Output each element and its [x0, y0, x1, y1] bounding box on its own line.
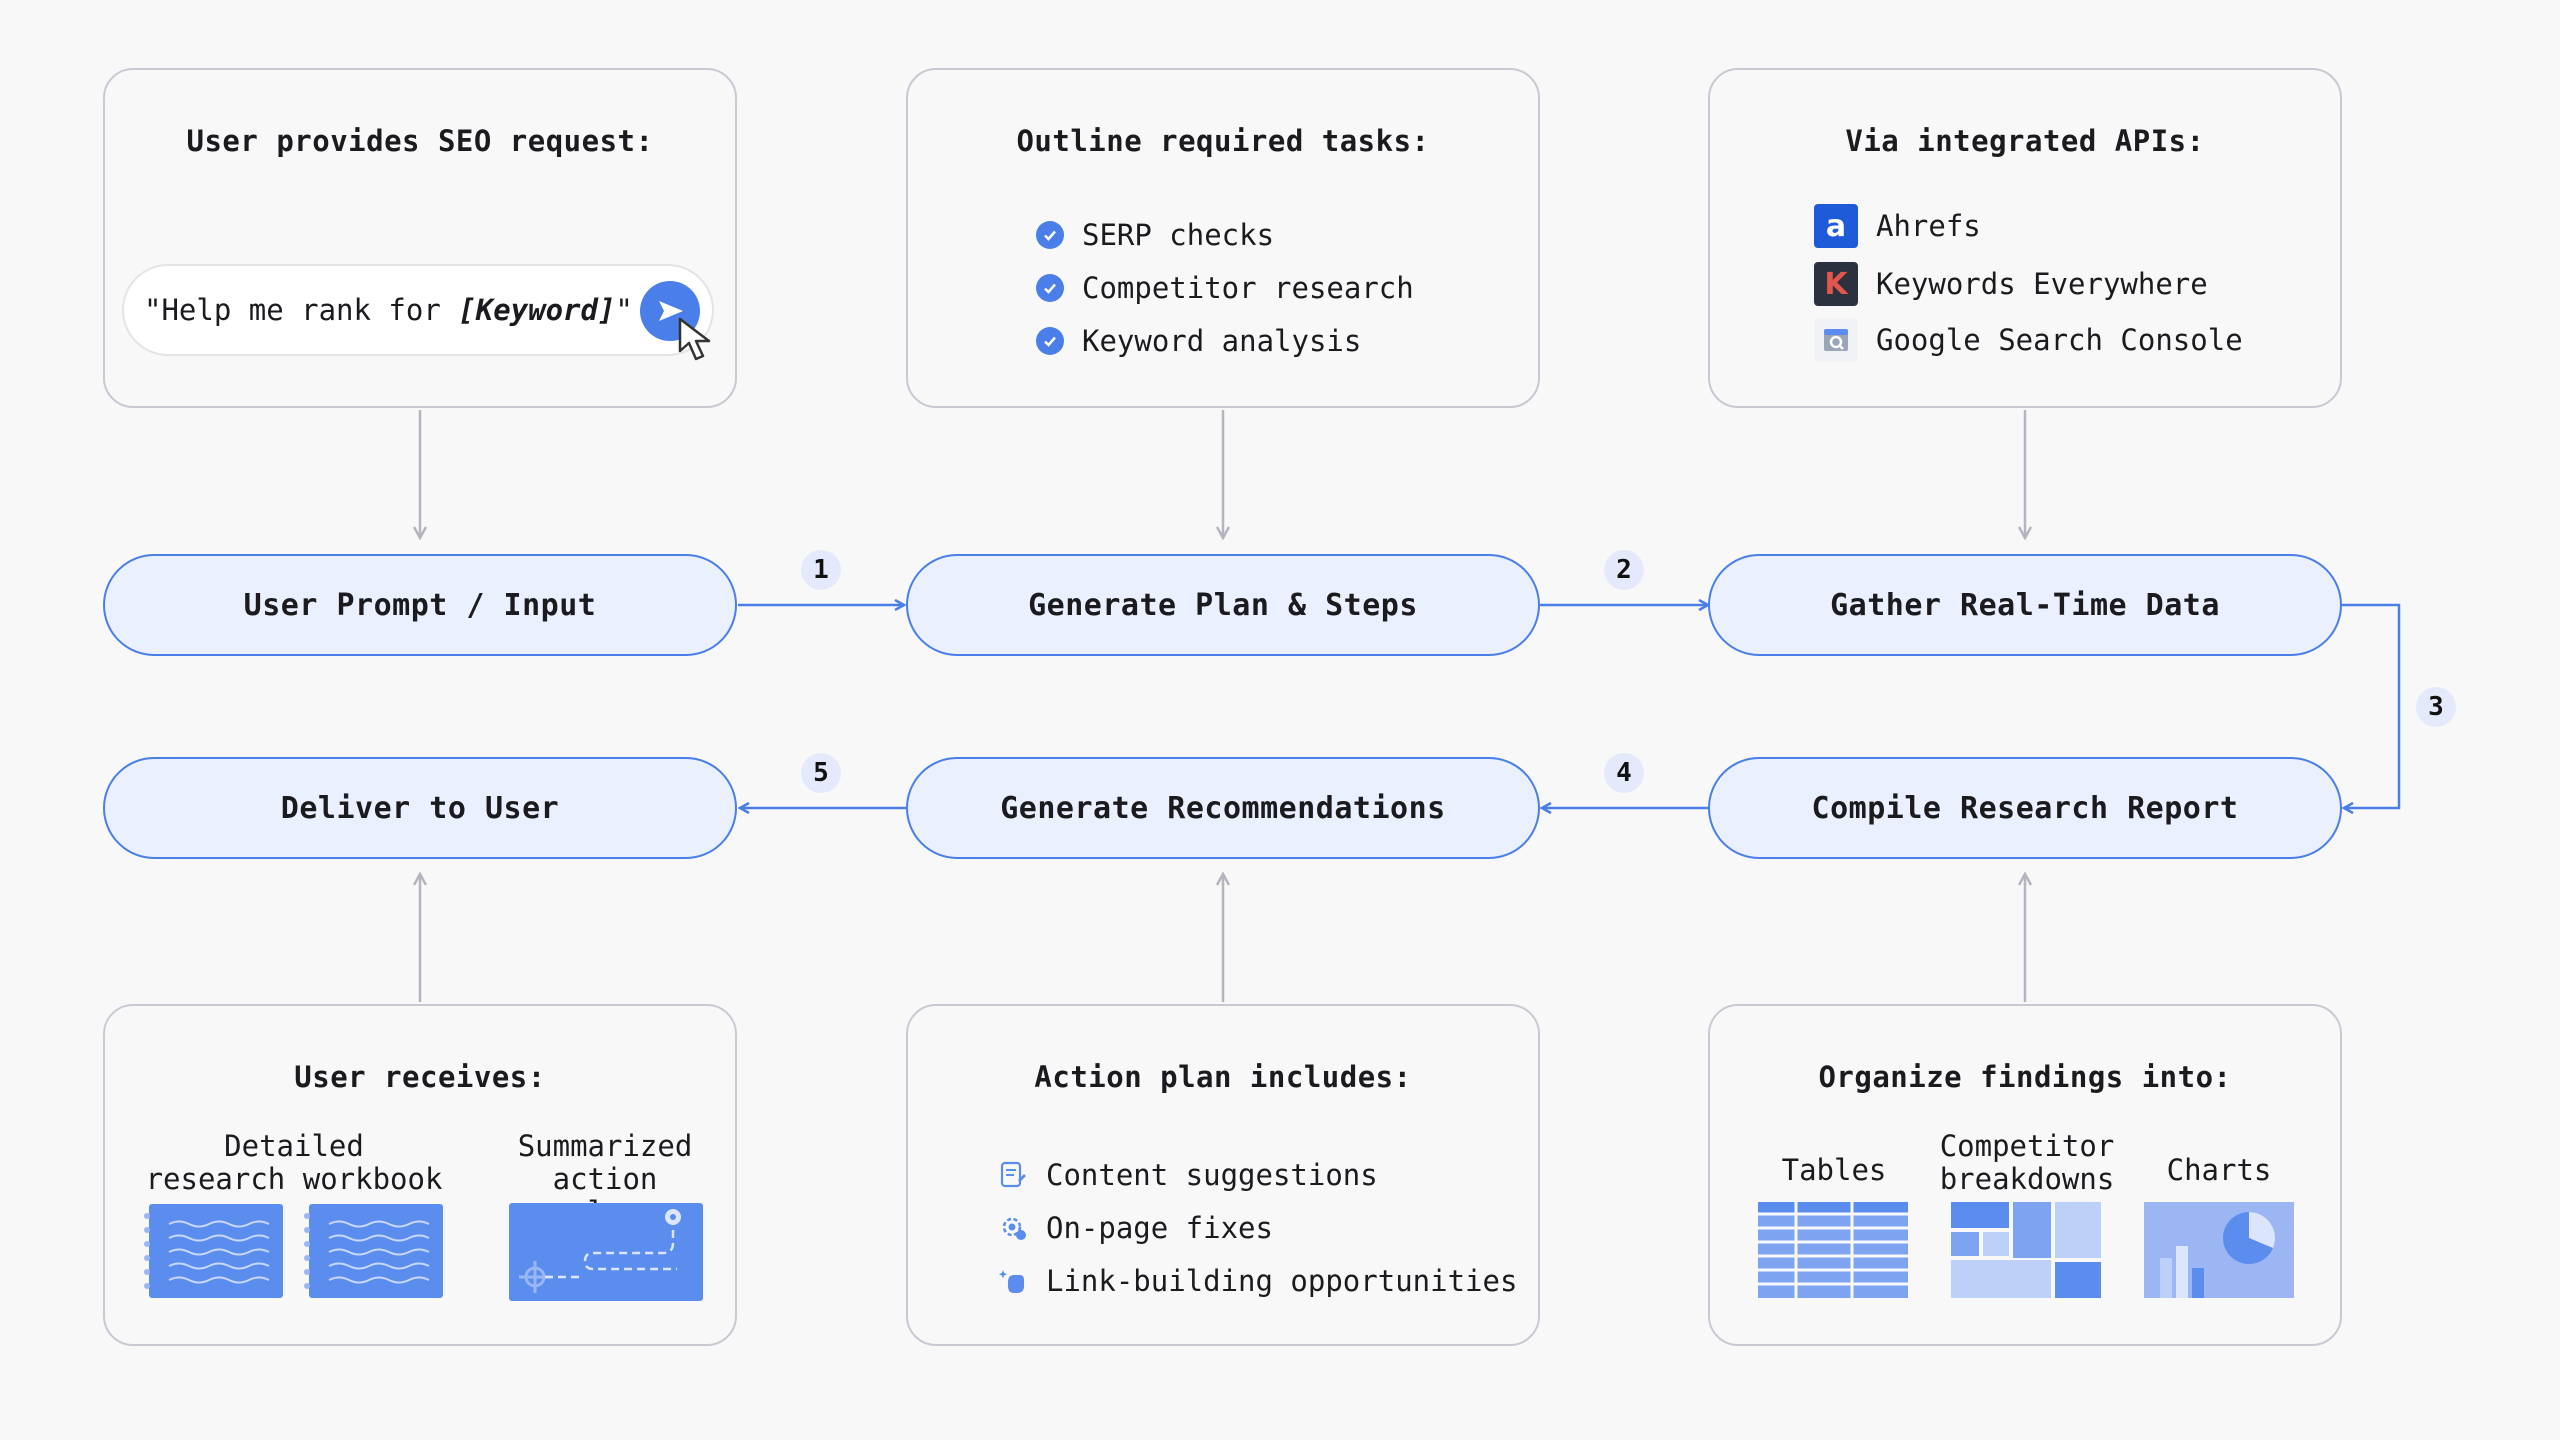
- api-item-keywords-everywhere: K Keywords Everywhere: [1814, 262, 2208, 306]
- organize-title: Organize findings into:: [1818, 1060, 2232, 1094]
- tasks-title: Outline required tasks:: [1016, 124, 1430, 158]
- step-generate-plan: Generate Plan & Steps: [906, 554, 1540, 656]
- prompt-text: "Help me rank for [Keyword]": [144, 293, 633, 327]
- user-receives-box: User receives: Detailed research workboo…: [103, 1004, 737, 1346]
- user-receives-title: User receives:: [294, 1060, 546, 1094]
- seo-request-box: User provides SEO request:: [103, 68, 737, 408]
- chart-icon: [2144, 1202, 2294, 1298]
- step-badge-1: 1: [801, 550, 841, 590]
- breakdowns-label: Competitor breakdowns: [1939, 1129, 2115, 1196]
- check-circle-icon: [1036, 274, 1064, 302]
- step-gather-data: Gather Real-Time Data: [1708, 554, 2342, 656]
- google-search-console-logo: [1814, 318, 1858, 362]
- apis-box: Via integrated APIs: a Ahrefs K Keywords…: [1708, 68, 2342, 408]
- task-item: SERP checks: [1036, 218, 1274, 252]
- treemap-icon: [1951, 1202, 2101, 1298]
- api-item-google-search-console: Google Search Console: [1814, 318, 2243, 362]
- prompt-keyword: [Keyword]: [458, 293, 616, 327]
- step-badge-2: 2: [1604, 550, 1644, 590]
- action-item: Link-building opportunities: [998, 1264, 1517, 1298]
- gear-fix-icon: [1002, 1217, 1026, 1240]
- organize-box: Organize findings into: Tables Competito…: [1708, 1004, 2342, 1346]
- check-circle-icon: [1036, 327, 1064, 355]
- mouse-cursor-icon: [678, 317, 711, 361]
- step-user-prompt-input: User Prompt / Input: [103, 554, 737, 656]
- step-badge-4: 4: [1604, 753, 1644, 793]
- check-circle-icon: [1036, 221, 1064, 249]
- table-icon: [1758, 1202, 1908, 1298]
- workbook-label: Detailed research workbook: [145, 1129, 443, 1196]
- apis-title: Via integrated APIs:: [1845, 124, 2205, 158]
- notebook-icon: [304, 1204, 443, 1298]
- ahrefs-logo: a: [1814, 204, 1858, 248]
- step-compile-report: Compile Research Report: [1708, 757, 2342, 859]
- action-plan-box: Action plan includes: Content suggestion…: [906, 1004, 1540, 1346]
- tables-label: Tables: [1781, 1153, 1887, 1187]
- action-item: Content suggestions: [998, 1158, 1378, 1192]
- notebook-icon: [144, 1204, 283, 1298]
- sparkle-hand-icon: [998, 1270, 1024, 1293]
- seo-request-title: User provides SEO request:: [186, 124, 654, 158]
- action-plan-title: Action plan includes:: [1034, 1060, 1412, 1094]
- step-badge-3: 3: [2416, 687, 2456, 727]
- document-edit-icon: [1000, 1161, 1026, 1188]
- step-generate-recommendations: Generate Recommendations: [906, 757, 1540, 859]
- charts-label: Charts: [2166, 1153, 2272, 1187]
- task-item: Competitor research: [1036, 271, 1414, 305]
- step-badge-5: 5: [801, 753, 841, 793]
- keywords-everywhere-logo: K: [1814, 262, 1858, 306]
- flow-arrow-3: [2341, 603, 2401, 808]
- prompt-input[interactable]: "Help me rank for [Keyword]": [122, 264, 714, 361]
- route-map-icon: [509, 1203, 703, 1301]
- api-item-ahrefs: a Ahrefs: [1814, 204, 1981, 248]
- action-item: On-page fixes: [998, 1211, 1273, 1245]
- task-item: Keyword analysis: [1036, 324, 1361, 358]
- step-deliver-to-user: Deliver to User: [103, 757, 737, 859]
- tasks-box: Outline required tasks: SERP checks Comp…: [906, 68, 1540, 408]
